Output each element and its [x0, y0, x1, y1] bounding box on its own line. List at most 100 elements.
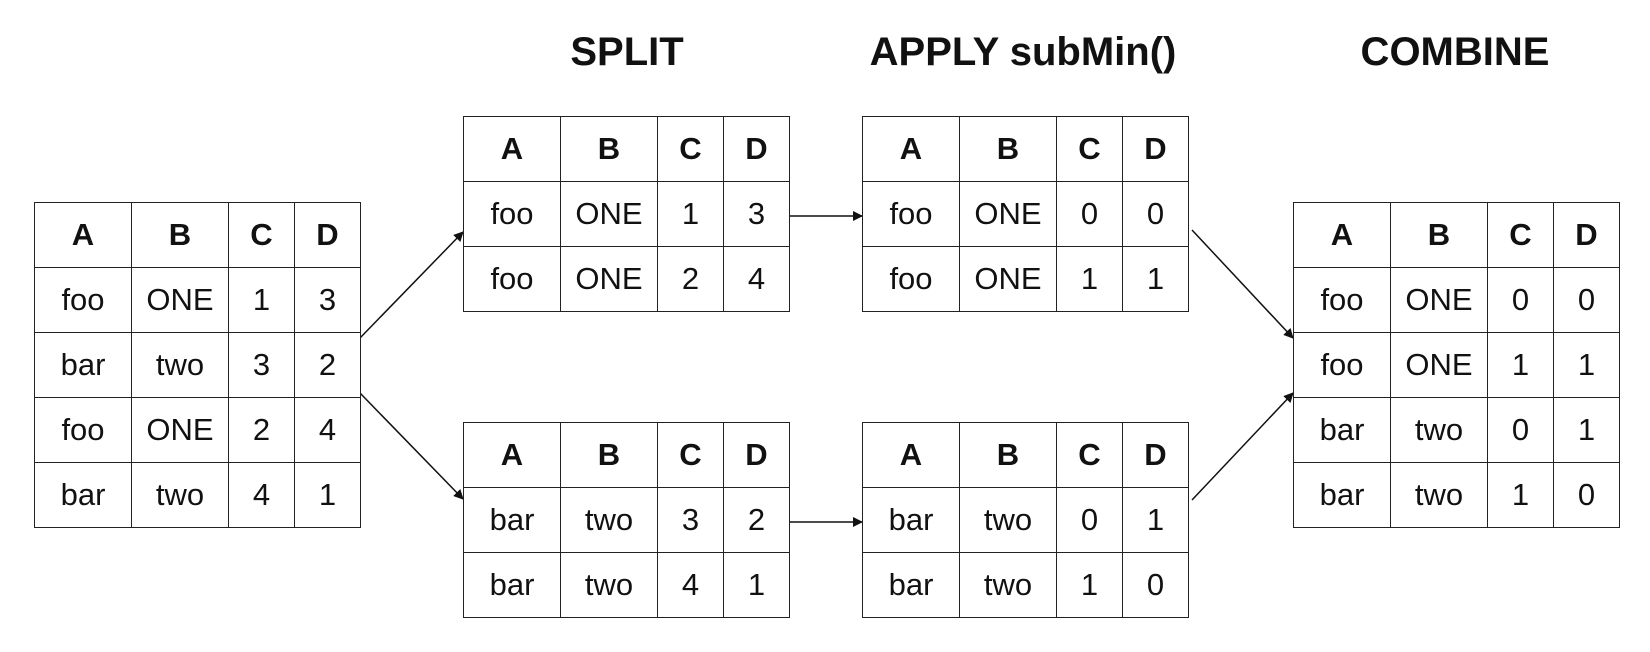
table-cell: 1 [657, 181, 724, 247]
table-cell: ONE [1390, 267, 1488, 333]
table-cell: two [959, 487, 1057, 553]
table-cell: foo [862, 181, 960, 247]
table-cell: 1 [1553, 332, 1620, 398]
apply-heading: APPLY subMin() [869, 30, 1177, 74]
table-cell: bar [862, 487, 960, 553]
column-header: B [959, 116, 1057, 182]
table-cell: 2 [657, 246, 724, 312]
table-cell: 2 [294, 332, 361, 398]
table-cell: foo [463, 181, 561, 247]
combine-heading: COMBINE [1360, 30, 1550, 74]
arrow-combine-foo [1191, 229, 1294, 339]
column-header: C [657, 422, 724, 488]
table-cell: two [1390, 397, 1488, 463]
table-cell: ONE [131, 397, 229, 463]
table-cell: 1 [1056, 246, 1123, 312]
table-cell: 1 [1122, 487, 1189, 553]
table-cell: 2 [228, 397, 295, 463]
column-header: D [723, 422, 790, 488]
table-cell: 1 [228, 267, 295, 333]
table-cell: 0 [1056, 487, 1123, 553]
column-header: A [1293, 202, 1391, 268]
table-cell: 2 [723, 487, 790, 553]
table-cell: 0 [1122, 181, 1189, 247]
column-header: A [463, 116, 561, 182]
column-header: D [1122, 116, 1189, 182]
table-cell: 4 [723, 246, 790, 312]
table-cell: ONE [959, 181, 1057, 247]
column-header: B [560, 422, 658, 488]
column-header: D [1122, 422, 1189, 488]
table-cell: 3 [228, 332, 295, 398]
table-cell: bar [34, 462, 132, 528]
table-cell: 1 [294, 462, 361, 528]
table-cell: foo [463, 246, 561, 312]
table-cell: bar [1293, 397, 1391, 463]
table-cell: two [560, 487, 658, 553]
table-cell: ONE [959, 246, 1057, 312]
table-cell: foo [862, 246, 960, 312]
table-cell: bar [862, 552, 960, 618]
table-cell: 1 [1056, 552, 1123, 618]
table-cell: ONE [560, 246, 658, 312]
column-header: B [131, 202, 229, 268]
table-cell: bar [463, 552, 561, 618]
table-cell: 0 [1056, 181, 1123, 247]
column-header: C [1487, 202, 1554, 268]
column-header: D [1553, 202, 1620, 268]
table-cell: 3 [657, 487, 724, 553]
table-cell: 0 [1553, 462, 1620, 528]
column-header: C [1056, 116, 1123, 182]
table-cell: 1 [1487, 332, 1554, 398]
table-cell: 0 [1487, 267, 1554, 333]
table-cell: 0 [1122, 552, 1189, 618]
table-cell: two [959, 552, 1057, 618]
arrow-split-foo [359, 231, 464, 339]
table-cell: foo [34, 267, 132, 333]
table-cell: 1 [1487, 462, 1554, 528]
column-header: C [228, 202, 295, 268]
column-header: D [294, 202, 361, 268]
table-cell: foo [1293, 267, 1391, 333]
column-header: A [862, 116, 960, 182]
table-cell: 4 [294, 397, 361, 463]
column-header: B [959, 422, 1057, 488]
table-cell: two [1390, 462, 1488, 528]
table-cell: foo [1293, 332, 1391, 398]
column-header: A [34, 202, 132, 268]
table-cell: two [131, 332, 229, 398]
table-cell: two [131, 462, 229, 528]
table-cell: ONE [131, 267, 229, 333]
arrow-combine-bar [1191, 392, 1294, 501]
table-cell: 0 [1553, 267, 1620, 333]
table-cell: 1 [1553, 397, 1620, 463]
table-cell: 1 [1122, 246, 1189, 312]
table-cell: 3 [294, 267, 361, 333]
table-cell: foo [34, 397, 132, 463]
